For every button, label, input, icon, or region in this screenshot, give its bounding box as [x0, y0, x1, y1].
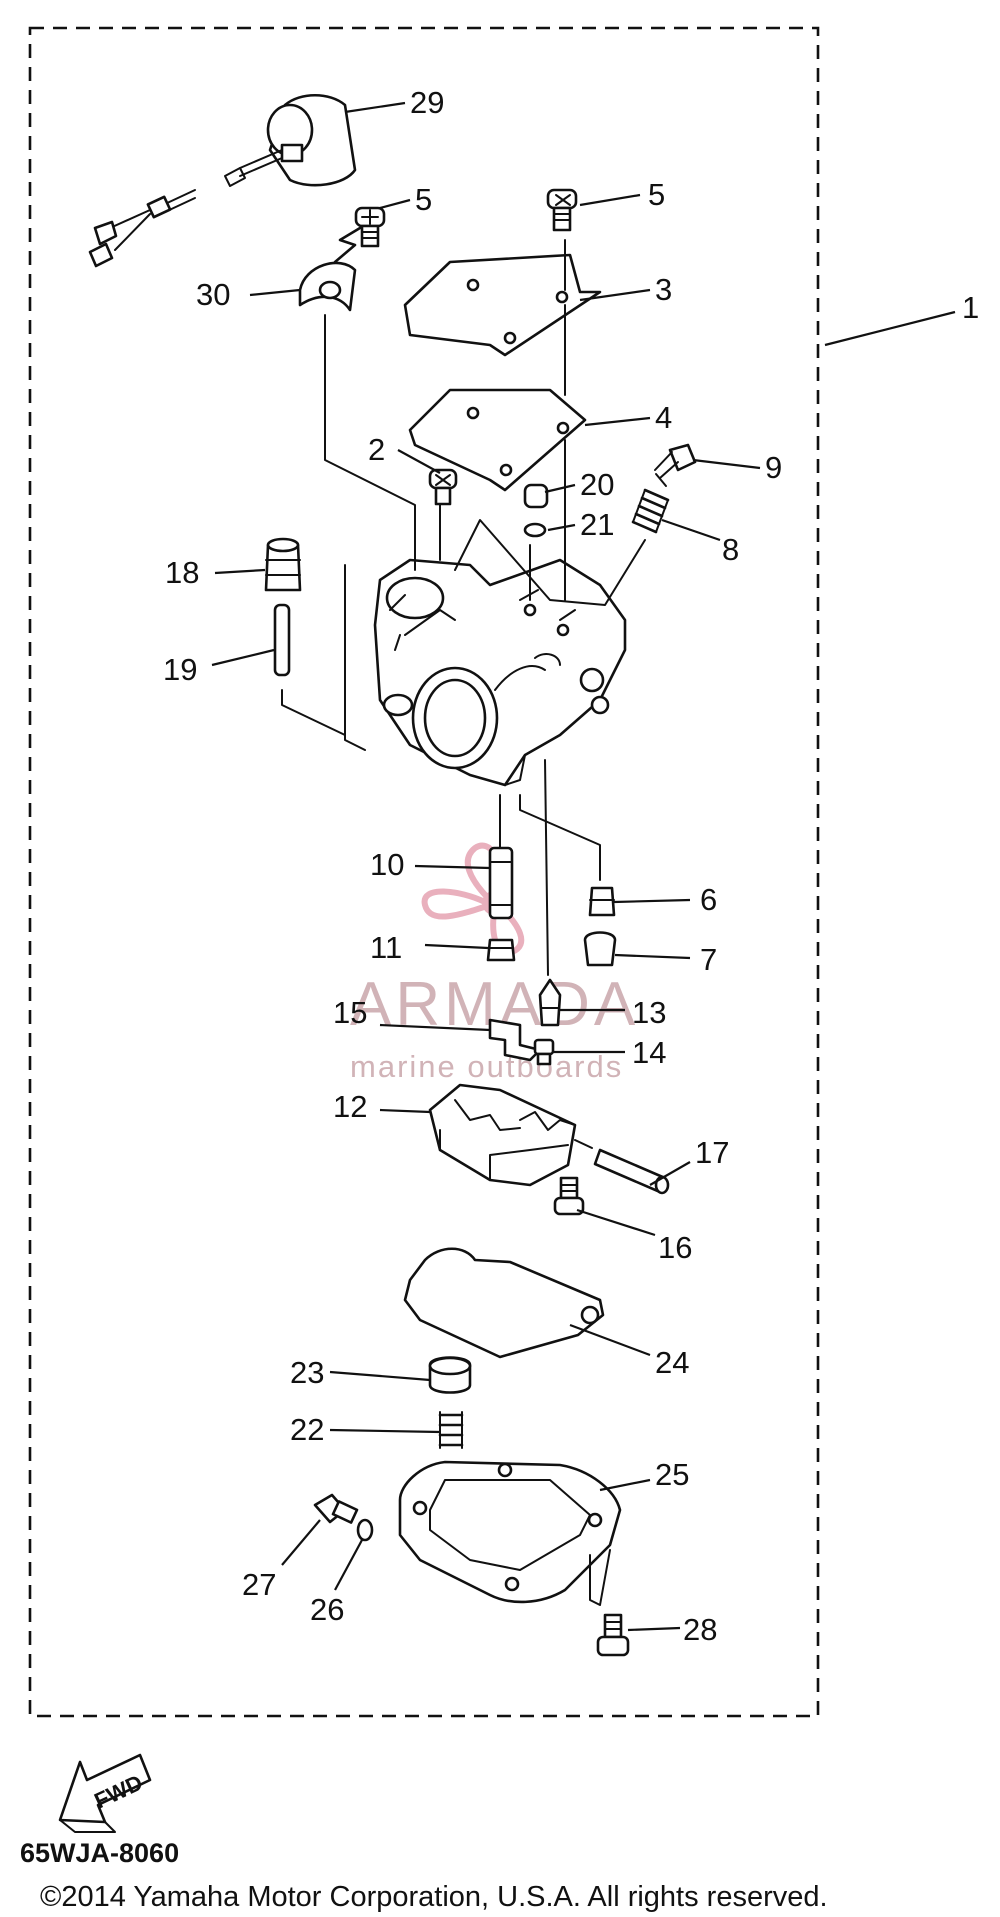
callout-12: 12	[333, 1089, 367, 1124]
part-29-cable-fitting	[88, 94, 357, 268]
callout-22: 22	[290, 1412, 324, 1447]
callout-3: 3	[655, 272, 672, 307]
part-21-o-ring	[523, 522, 547, 538]
part-22-spring	[438, 1411, 464, 1449]
callout-20: 20	[580, 467, 614, 502]
callout-14: 14	[632, 1035, 666, 1070]
callout-16: 16	[658, 1230, 692, 1265]
part-23-spacer	[428, 1356, 472, 1394]
callout-21: 21	[580, 507, 614, 542]
callout-labels: 29 5 5 30 3 1 4 2 20 9 21 8 18 19 10 6 1…	[163, 85, 979, 1647]
callout-6: 6	[700, 882, 717, 917]
callout-5-right: 5	[648, 177, 665, 212]
callout-5-left: 5	[415, 182, 432, 217]
part-5-screw-left	[354, 206, 386, 248]
callout-8: 8	[722, 532, 739, 567]
callout-11: 11	[370, 930, 402, 965]
part-14-screw	[533, 1038, 555, 1066]
diagram-code: 65WJA-8060	[20, 1838, 179, 1868]
callout-27: 27	[242, 1567, 276, 1602]
callout-26: 26	[310, 1592, 344, 1627]
part-5-screw-right	[546, 188, 578, 232]
part-15-plate	[488, 1018, 542, 1062]
part-9-pilot-screw	[654, 443, 697, 487]
part-7-cap	[583, 931, 617, 967]
callout-23: 23	[290, 1355, 324, 1390]
part-8-spring	[631, 488, 670, 534]
assembly-boundary	[28, 26, 820, 1718]
callout-18: 18	[165, 555, 199, 590]
callout-4: 4	[655, 400, 672, 435]
fwd-arrow-icon: FWD	[58, 1753, 152, 1833]
part-26-washer	[356, 1518, 374, 1542]
part-18-cap	[264, 537, 302, 592]
part-2-screw	[428, 468, 458, 506]
watermark-tagline: marine outboards	[350, 1049, 623, 1084]
callout-19: 19	[163, 652, 197, 687]
part-27-drain-screw	[313, 1493, 359, 1524]
part-13-needle-valve	[538, 978, 562, 1027]
part-20-plug	[523, 483, 549, 509]
callout-24: 24	[655, 1345, 689, 1380]
callout-30: 30	[196, 277, 230, 312]
part-11-main-jet	[486, 938, 516, 962]
callout-13: 13	[632, 995, 666, 1030]
part-3-gasket	[403, 253, 602, 357]
part-24-gasket	[403, 1247, 605, 1359]
part-12-float	[428, 1083, 577, 1187]
leader-lines	[211, 101, 956, 1632]
part-17-float-pin	[574, 1139, 670, 1195]
callout-2: 2	[368, 432, 385, 467]
part-6-pilot-jet	[588, 886, 616, 917]
callout-25: 25	[655, 1457, 689, 1492]
callout-10: 10	[370, 847, 404, 882]
part-25-float-chamber	[398, 1460, 622, 1606]
callout-7: 7	[700, 942, 717, 977]
callout-15: 15	[333, 995, 367, 1030]
callout-29: 29	[410, 85, 444, 120]
part-4-plate	[408, 388, 587, 492]
part-30-clip	[298, 226, 362, 312]
part-16-screw	[553, 1176, 585, 1216]
part-28-screw	[596, 1613, 630, 1657]
callout-28: 28	[683, 1612, 717, 1647]
assembly-lines	[281, 239, 646, 976]
carburetor-body	[373, 558, 627, 787]
callout-17: 17	[695, 1135, 729, 1170]
copyright-notice: ©2014 Yamaha Motor Corporation, U.S.A. A…	[40, 1881, 828, 1913]
part-19-pin	[273, 603, 291, 677]
callout-1: 1	[962, 290, 979, 325]
callout-9: 9	[765, 450, 782, 485]
part-10-main-nozzle	[488, 846, 514, 920]
